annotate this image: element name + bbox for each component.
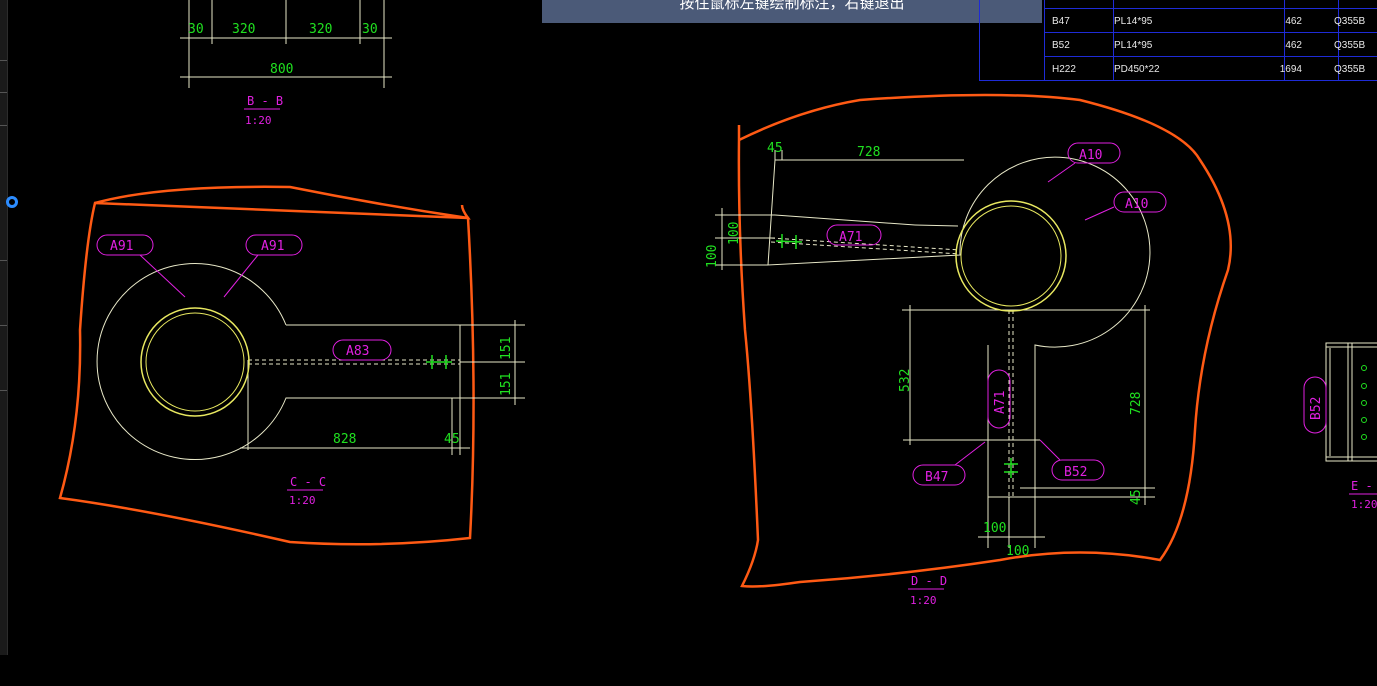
dim-bb-800: 800 xyxy=(270,62,293,77)
dim-dd-45-right: 45 xyxy=(1129,489,1144,505)
dim-bb-30-right: 30 xyxy=(362,22,378,37)
hole-cc-outer xyxy=(140,307,250,417)
bom-divider xyxy=(1113,0,1114,80)
dim-cc-151-top: 151 xyxy=(499,337,514,360)
labels-dd xyxy=(826,142,1167,486)
table-row: B47 PL14*95 462 Q355B xyxy=(1044,9,1377,33)
dim-dd-45-top: 45 xyxy=(767,141,783,156)
dim-dd-728-right: 728 xyxy=(1129,392,1144,415)
label-dd-a71-horizontal: A71 xyxy=(839,230,862,245)
label-ee-b52: B52 xyxy=(1309,397,1324,420)
hole-cc-inner xyxy=(145,312,245,412)
weld-marks-dd xyxy=(775,234,1018,478)
hole-dd-inner xyxy=(960,205,1062,307)
toolbar-divider xyxy=(0,390,7,391)
label-dd-a10-top: A10 xyxy=(1079,148,1102,163)
dim-dd-100-upper: 100 xyxy=(727,222,742,245)
bom-divider xyxy=(1044,0,1045,80)
label-ee-bubble xyxy=(1303,376,1327,434)
toolbar-divider xyxy=(0,92,7,93)
bom-divider xyxy=(1044,8,1377,9)
weld-marks-cc xyxy=(426,355,452,369)
bom-material: Q355B xyxy=(1334,16,1366,27)
bill-of-materials-table: B47 PL14*95 462 Q355B B52 PL14*95 462 Q3… xyxy=(979,0,1377,81)
bom-length: 1694 xyxy=(1279,64,1302,75)
label-cc-a91-left: A91 xyxy=(110,239,133,254)
view-cc-title: C - C xyxy=(290,475,326,489)
part-outline-ee xyxy=(1325,342,1377,462)
bom-material: Q355B xyxy=(1334,64,1366,75)
bom-spec: PD450*22 xyxy=(1114,64,1160,75)
bom-part: B52 xyxy=(1052,40,1070,51)
bolt-holes-ee xyxy=(1361,365,1367,440)
bom-length: 462 xyxy=(1285,16,1302,27)
label-dd-b52: B52 xyxy=(1064,465,1087,480)
dim-cc-151-bottom: 151 xyxy=(499,373,514,396)
bom-spec: PL14*95 xyxy=(1114,40,1153,51)
bom-part: B47 xyxy=(1052,16,1070,27)
bom-spec: PL14*95 xyxy=(1114,16,1153,27)
bom-part: H222 xyxy=(1052,64,1076,75)
left-toolbar-strip[interactable] xyxy=(0,0,8,655)
toolbar-divider xyxy=(0,260,7,261)
command-prompt-text: 按住鼠标左键绘制标注，右键退出 xyxy=(679,0,905,12)
dim-dd-728-top: 728 xyxy=(857,145,880,160)
hole-dd-outer xyxy=(955,200,1067,312)
toolbar-divider xyxy=(0,60,7,61)
label-cc-a83: A83 xyxy=(346,344,369,359)
label-dd-a71-vertical: A71 xyxy=(993,391,1008,414)
dim-dd-532: 532 xyxy=(898,369,913,392)
dim-dd-100-lower: 100 xyxy=(705,245,720,268)
view-dd-title: D - D xyxy=(911,574,947,588)
dim-dd-100-bottom-right: 100 xyxy=(1006,544,1029,559)
table-row: B52 PL14*95 462 Q355B xyxy=(1044,33,1377,57)
dim-bb-30-left: 30 xyxy=(188,22,204,37)
revision-cloud-cc xyxy=(58,185,475,546)
bom-divider xyxy=(1044,56,1377,57)
revision-cloud-dd xyxy=(737,93,1232,588)
toolbar-divider xyxy=(0,125,7,126)
label-dd-a10-right: A10 xyxy=(1125,197,1148,212)
view-bb-title: B - B xyxy=(247,94,283,108)
view-dd-scale: 1:20 xyxy=(910,594,937,607)
view-ee-title: E - E xyxy=(1351,479,1377,493)
bom-length: 462 xyxy=(1285,40,1302,51)
dim-bb-320-left: 320 xyxy=(232,22,255,37)
cursor-ring-icon xyxy=(6,196,18,208)
command-prompt-banner: 按住鼠标左键绘制标注，右键退出 xyxy=(542,0,1042,23)
label-cc-a91-right: A91 xyxy=(261,239,284,254)
bom-divider xyxy=(1284,0,1285,80)
view-cc-scale: 1:20 xyxy=(289,494,316,507)
dim-bb-320-right: 320 xyxy=(309,22,332,37)
bom-material: Q355B xyxy=(1334,40,1366,51)
view-ee-scale: 1:20 xyxy=(1351,498,1377,511)
view-bb xyxy=(180,0,392,88)
dim-dd-100-bottom-left: 100 xyxy=(983,521,1006,536)
label-dd-b47: B47 xyxy=(925,470,948,485)
toolbar-divider xyxy=(0,325,7,326)
view-bb-scale: 1:20 xyxy=(245,114,272,127)
dim-cc-45: 45 xyxy=(444,432,460,447)
table-row: H222 PD450*22 1694 Q355B xyxy=(1044,57,1377,80)
part-outline-cc xyxy=(96,263,525,460)
dim-cc-828: 828 xyxy=(333,432,356,447)
labels-cc xyxy=(96,234,392,361)
bom-divider xyxy=(1044,32,1377,33)
part-outline-dd xyxy=(715,150,1155,548)
bom-divider xyxy=(1338,0,1339,80)
